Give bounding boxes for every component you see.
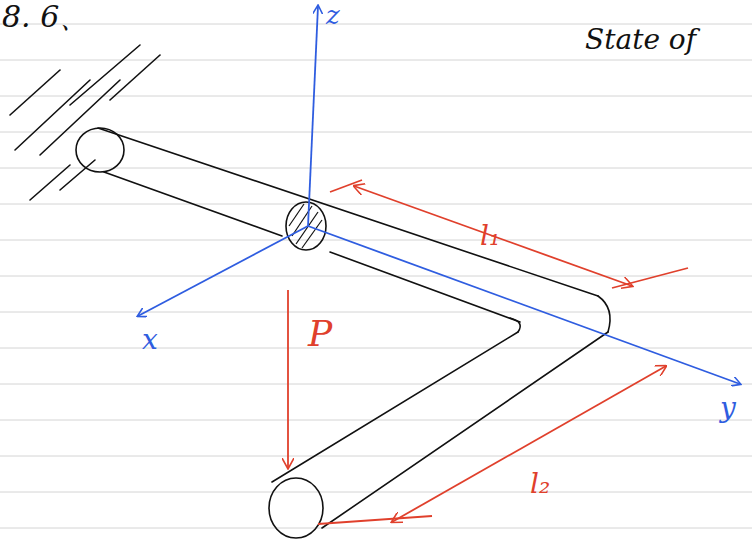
axis-label: x [142, 326, 158, 354]
axis-label: y [720, 394, 736, 422]
note-text: State of [585, 26, 696, 54]
dimension-label: l₁ [480, 222, 500, 250]
problem-number: 8. 6、 [2, 2, 89, 32]
axis-label: z [326, 2, 340, 28]
load-label: P [308, 316, 332, 352]
dimension-label: l₂ [530, 470, 550, 498]
